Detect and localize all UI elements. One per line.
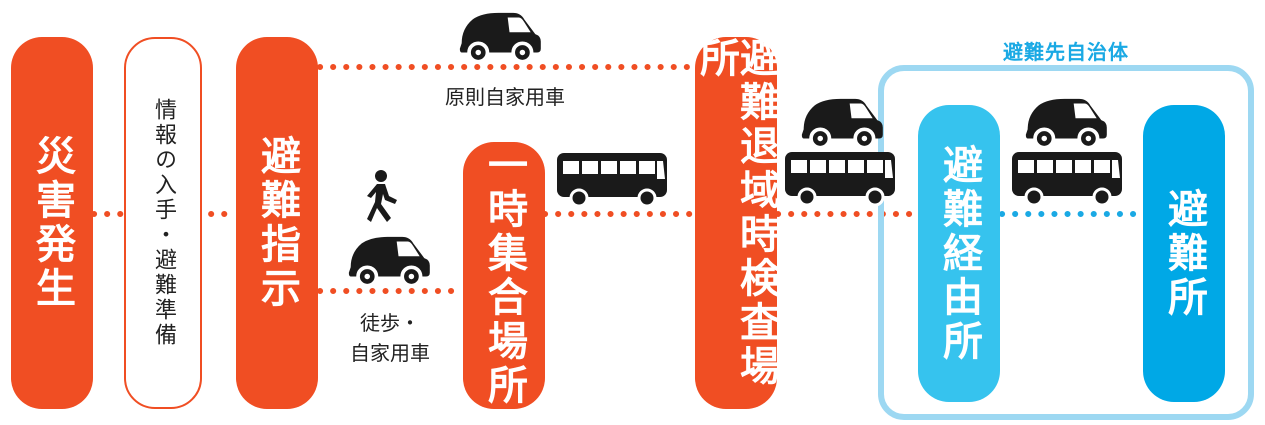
car-icon — [346, 235, 432, 288]
node-transit-label: 避難経由所 — [936, 143, 982, 364]
node-transit: 避難経由所 — [918, 105, 1000, 402]
bus-icon — [555, 151, 669, 208]
label-private-car: 原則自家用車 — [445, 85, 565, 109]
bus-icon — [1010, 150, 1124, 207]
label-walk-or-car: 徒歩・ 自家用車 — [330, 308, 450, 368]
node-assembly: 一時集合場所 — [463, 142, 545, 409]
node-inspection-label: 避難退域時検査場所 — [693, 37, 779, 389]
region-title: 避難先自治体 — [1003, 40, 1129, 64]
bus-icon — [783, 150, 897, 207]
car-icon — [800, 97, 885, 150]
node-shelter-label: 避難所 — [1161, 187, 1207, 320]
node-disaster-label: 災害発生 — [29, 135, 75, 311]
label-walk-line2: 自家用車 — [350, 341, 430, 365]
node-info: 情報の入手・避難準備 — [124, 37, 202, 409]
node-disaster: 災害発生 — [11, 37, 93, 409]
walking-person-icon — [367, 170, 397, 222]
destination-municipality-region — [878, 65, 1254, 420]
label-walk-line1: 徒歩・ — [360, 311, 420, 335]
node-evacuation-order: 避難指示 — [236, 37, 318, 409]
car-icon — [1023, 97, 1109, 150]
node-info-label: 情報の入手・避難準備 — [151, 98, 176, 348]
node-assembly-label: 一時集合場所 — [481, 143, 527, 408]
node-inspection: 避難退域時検査場所 — [693, 37, 779, 409]
node-shelter: 避難所 — [1143, 105, 1225, 402]
node-evacuation-order-label: 避難指示 — [254, 135, 300, 311]
car-icon — [457, 11, 543, 64]
